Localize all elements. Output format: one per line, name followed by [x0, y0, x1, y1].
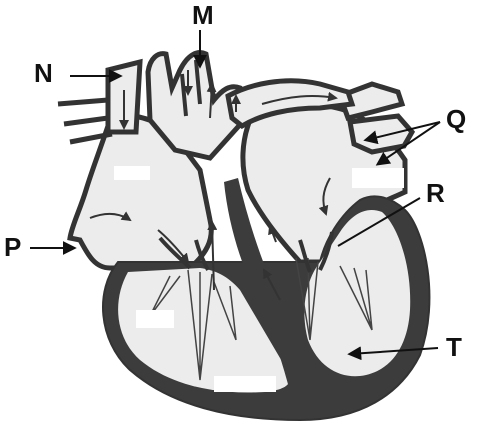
brachiocephalic-branch [58, 100, 112, 142]
blank-label-box [114, 166, 150, 180]
label-q: Q [446, 104, 466, 134]
label-t: T [446, 332, 462, 362]
blank-label-box [136, 310, 174, 328]
blank-label-box [352, 168, 404, 188]
blank-label-box [214, 376, 276, 392]
label-m: M [192, 0, 214, 30]
label-p: P [4, 232, 21, 262]
label-n: N [34, 58, 53, 88]
label-r: R [426, 178, 445, 208]
